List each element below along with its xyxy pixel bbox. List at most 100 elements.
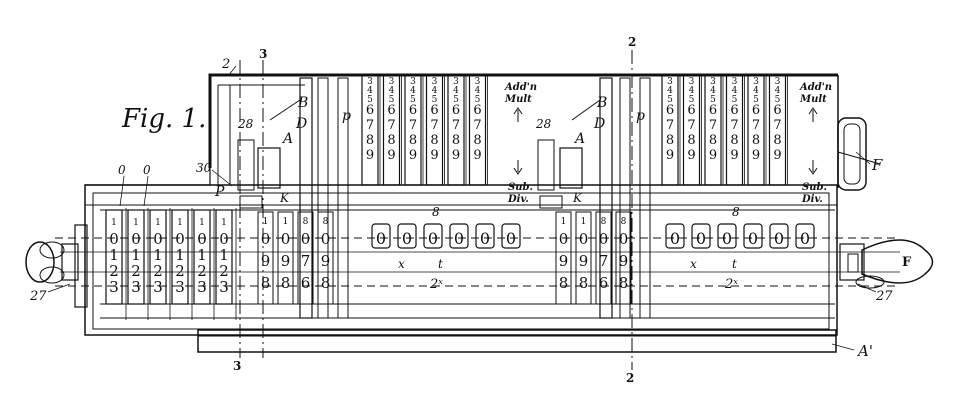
left-result-window (475, 223, 495, 249)
key-columns-left: 3456789345678934567893456789345678934567… (361, 74, 488, 186)
left-result-window (397, 223, 417, 249)
left-key-column[interactable] (447, 74, 465, 186)
left-key-column[interactable] (425, 74, 444, 186)
section-lines (239, 50, 633, 370)
left-key-digit: 4 (432, 86, 438, 96)
left-key-digit: 3 (475, 77, 481, 87)
left-key-digit: 4 (367, 86, 373, 96)
ref-28-left: 28 (237, 117, 254, 131)
right-key-column[interactable] (682, 74, 701, 186)
left-carry-digit: 9 (261, 252, 271, 270)
right-key-digit: 6 (773, 103, 781, 118)
counter-digit: 1 (133, 218, 139, 228)
right-key-digit: 4 (775, 86, 781, 96)
ref-F-right: F (902, 255, 912, 270)
right-key-digit: 9 (773, 148, 781, 163)
right-result-window (795, 223, 815, 249)
ref-3-top: 3 (259, 47, 267, 61)
right-key-digit: 5 (732, 95, 738, 105)
counter-digit: 3 (131, 278, 141, 296)
main-shaft (55, 237, 900, 287)
right-key-digit: 7 (752, 118, 760, 133)
ref-p-right: p (636, 108, 645, 124)
right-key-column[interactable] (725, 74, 744, 186)
left-key-digit: 9 (430, 148, 438, 163)
left-result-digit: 0 (402, 229, 412, 248)
left-key-digit: 3 (432, 77, 438, 87)
left-carry-digit: 8 (323, 217, 329, 227)
counter-digit: 1 (155, 218, 161, 228)
left-key-column[interactable] (468, 74, 487, 186)
left-key-column[interactable] (361, 74, 379, 186)
ref-A-right: A (573, 131, 585, 147)
right-key-digit: 8 (666, 133, 674, 148)
left-result-window (423, 223, 443, 249)
left-key-digit: 9 (387, 148, 395, 163)
right-key-digit: 5 (710, 95, 716, 105)
left-key-digit: 8 (430, 133, 438, 148)
right-result-digit: 0 (696, 229, 706, 248)
right-key-column[interactable] (661, 74, 679, 186)
counter-digit: 3 (197, 278, 207, 296)
right-key-digit: 8 (730, 133, 738, 148)
right-key-digit: 6 (666, 103, 674, 118)
counter-wheel (193, 209, 211, 305)
left-result-digit: 0 (480, 229, 490, 248)
left-add-label: Add'n (504, 82, 537, 93)
right-key-digit: 3 (710, 77, 716, 87)
right-carry-digit: 1 (561, 217, 567, 227)
right-carry-digit: 1 (581, 217, 587, 227)
counter-digit: 3 (109, 278, 119, 296)
left-carry-digit: 0 (301, 230, 311, 248)
right-key-column[interactable] (768, 74, 787, 186)
counter-digit: 3 (219, 278, 229, 296)
left-key-digit: 8 (387, 133, 395, 148)
counter-digit: 2 (109, 262, 119, 280)
left-carry-digit: 6 (301, 274, 311, 292)
counter-digit: 3 (175, 278, 185, 296)
right-carry-digit: 8 (619, 274, 629, 292)
right-handle[interactable] (839, 239, 934, 289)
right-key-digit: 6 (709, 103, 717, 118)
right-carry-digit: 9 (559, 252, 569, 270)
left-carry-digit: 0 (261, 230, 271, 248)
left-key-column[interactable] (382, 74, 401, 186)
right-carry-digit: 0 (579, 230, 589, 248)
left-key-digit: 4 (410, 86, 416, 96)
ref-28-right: 28 (535, 117, 552, 131)
left-key-digit: 6 (409, 103, 417, 118)
left-carry-digit: 0 (321, 230, 331, 248)
left-key-digit: 5 (475, 95, 481, 105)
left-key-digit: 6 (473, 103, 481, 118)
left-key-digit: 3 (453, 77, 459, 87)
ref-30: 30 (196, 161, 212, 175)
left-carry-wheel (297, 211, 314, 305)
left-result-digit: 0 (506, 229, 516, 248)
counter-wheel (105, 209, 123, 305)
left-operation-panel: Add'n Mult Sub. Div. (504, 82, 537, 205)
right-result-digit: 0 (800, 229, 810, 248)
counter-wheel (215, 209, 233, 305)
left-key-digit: 8 (409, 133, 417, 148)
ref-x-right: x (690, 257, 697, 271)
left-carry-digit: 9 (281, 252, 291, 270)
counter-digit: 1 (109, 246, 119, 264)
right-key-digit: 4 (753, 86, 759, 96)
right-mult-label: Mult (799, 94, 827, 105)
left-key-digit: 6 (366, 103, 374, 118)
left-key-column[interactable] (404, 74, 422, 186)
right-key-digit: 9 (687, 148, 695, 163)
right-key-column[interactable] (704, 74, 722, 186)
left-result-digit: 0 (376, 229, 386, 248)
counter-digit: 2 (219, 262, 229, 280)
left-handle[interactable] (25, 224, 88, 308)
counter-wheel (149, 209, 167, 305)
right-key-column[interactable] (747, 74, 765, 186)
left-sub-label: Sub. (508, 182, 533, 193)
right-key-digit: 9 (730, 148, 738, 163)
left-carry-digit: 8 (261, 274, 271, 292)
